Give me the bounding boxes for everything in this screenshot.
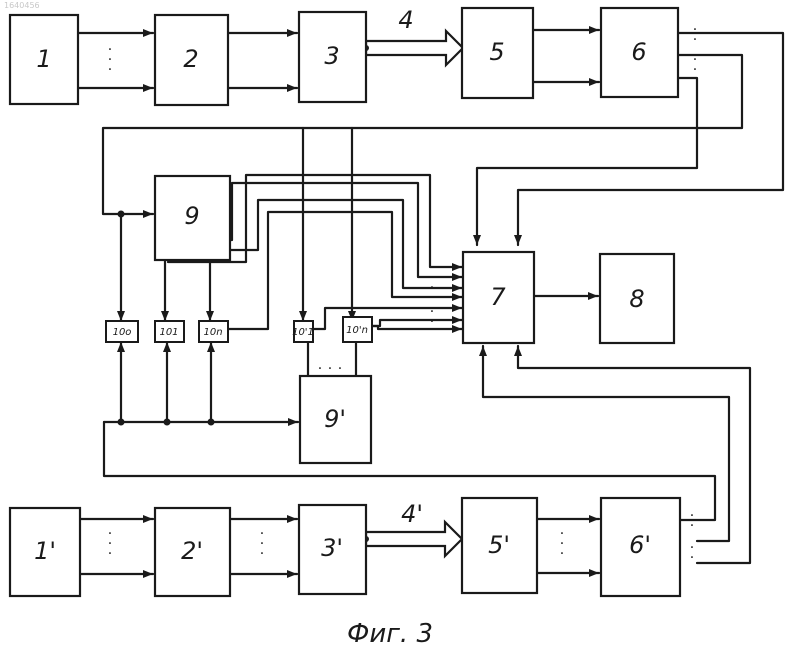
svg-text:·: · — [560, 546, 564, 562]
block-1-label: 1 — [36, 45, 51, 73]
block-6-prime-label: 6' — [629, 531, 651, 559]
block-6: 6 — [601, 8, 678, 97]
block-5: 5 — [462, 8, 533, 98]
block-1: 1 — [10, 15, 78, 104]
block-6-prime: 6' — [601, 498, 680, 596]
svg-text:·: · — [693, 32, 697, 48]
block-3: 3 — [299, 12, 366, 102]
svg-text:·: · — [693, 62, 697, 78]
svg-text:·: · — [430, 314, 434, 330]
block-3-prime-label: 3' — [321, 534, 343, 562]
block-2: 2 — [155, 15, 228, 105]
block-5-label: 5 — [489, 38, 504, 66]
block-2-prime-label: 2' — [181, 537, 203, 565]
block-3-label: 3 — [324, 42, 339, 70]
block-9-prime-label: 9' — [324, 405, 346, 433]
block-10-1: 101 — [155, 321, 184, 342]
figure-caption: Фиг. 3 — [347, 619, 433, 649]
block-5-prime-label: 5' — [488, 531, 510, 559]
block-9-prime: 9' — [300, 376, 371, 463]
svg-text:·: · — [108, 546, 112, 562]
svg-text:·: · — [108, 62, 112, 78]
svg-text:·: · — [338, 361, 342, 377]
block-9: 9 — [155, 176, 230, 260]
block-1-prime-label: 1' — [34, 537, 56, 565]
block-8: 8 — [600, 254, 674, 343]
block-10-n-prime-label: 10'n — [346, 325, 368, 336]
block-1-prime: 1' — [10, 508, 80, 596]
block-10-1-prime: 10'1 — [292, 321, 314, 342]
svg-text:·: · — [260, 546, 264, 562]
svg-text:·: · — [430, 280, 434, 296]
block-10-o-label: 10o — [113, 327, 132, 338]
bus-4-label: 4 — [398, 6, 413, 34]
block-2-prime: 2' — [155, 508, 230, 596]
block-10-1-label: 101 — [159, 327, 178, 338]
connection-lines — [78, 30, 783, 574]
block-6-label: 6 — [631, 38, 646, 66]
block-8-label: 8 — [629, 285, 644, 313]
svg-text:·: · — [690, 550, 694, 566]
block-10-1-prime-label: 10'1 — [292, 327, 314, 338]
block-10-n-prime: 10'n — [343, 317, 372, 342]
block-10-n-label: 10n — [203, 327, 222, 338]
block-3-prime: 3' — [299, 505, 366, 594]
block-2-label: 2 — [183, 45, 198, 73]
block-10-n: 10n — [199, 321, 228, 342]
bus-arrow-4 — [366, 31, 463, 65]
svg-text:·: · — [690, 518, 694, 534]
bus-4-prime-label: 4' — [401, 500, 423, 528]
bus-arrows — [366, 31, 463, 556]
junction-dots — [118, 45, 370, 542]
svg-text:·: · — [328, 361, 332, 377]
block-10-o: 10o — [106, 321, 138, 342]
block-7-label: 7 — [490, 283, 506, 311]
svg-text:·: · — [318, 361, 322, 377]
block-9-label: 9 — [184, 202, 199, 230]
block-5-prime: 5' — [462, 498, 537, 593]
block-7: 7 — [463, 252, 534, 343]
document-number: 1640456 — [4, 1, 40, 10]
